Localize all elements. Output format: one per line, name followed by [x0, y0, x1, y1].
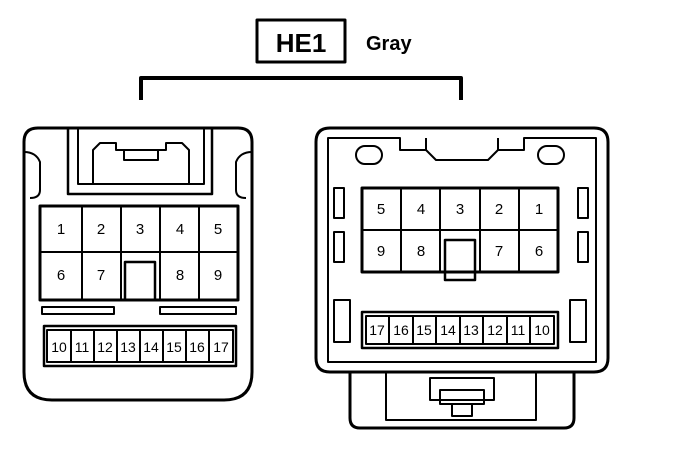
pin-label: 2 — [97, 221, 105, 238]
pin-label: 17 — [213, 339, 229, 355]
right-connector-housing — [314, 126, 610, 374]
pin-label: 2 — [495, 201, 503, 218]
left-key-slot — [123, 260, 157, 302]
pin-label: 14 — [143, 339, 159, 355]
pin-label: 13 — [463, 322, 479, 338]
pin-label: 5 — [377, 201, 385, 218]
pin-label: 9 — [377, 243, 385, 260]
pin-label: 10 — [51, 339, 67, 355]
pin-label: 17 — [369, 322, 385, 338]
pin-label: 6 — [535, 243, 543, 260]
pin-label: 14 — [440, 322, 456, 338]
pin-label: 8 — [417, 243, 425, 260]
pin-label: 6 — [57, 267, 65, 284]
pin-label: 3 — [136, 221, 144, 238]
pin-label: 12 — [97, 339, 113, 355]
pin-label: 15 — [166, 339, 182, 355]
pin-label: 10 — [534, 322, 550, 338]
right-pin-labels: 5 4 3 2 1 9 8 7 6 17 16 15 14 13 12 11 1… — [369, 201, 550, 338]
pin-label: 7 — [97, 267, 105, 284]
left-pin-labels: 1 2 3 4 5 6 7 8 9 10 11 12 13 14 15 16 1… — [51, 221, 229, 355]
left-connector — [22, 126, 254, 402]
pin-label: 16 — [189, 339, 205, 355]
pin-label: 12 — [487, 322, 503, 338]
pin-label: 15 — [416, 322, 432, 338]
pin-label: 11 — [75, 339, 90, 355]
connector-id-label: HE1 — [276, 28, 327, 58]
right-key-slot — [443, 238, 477, 282]
pin-label: 7 — [495, 243, 503, 260]
left-bottom-strip — [42, 324, 238, 368]
pin-label: 8 — [176, 267, 184, 284]
connector-id-box — [255, 18, 347, 64]
pin-label: 9 — [214, 267, 222, 284]
right-plug — [348, 372, 576, 430]
pin-label: 11 — [511, 322, 526, 338]
pin-label: 1 — [57, 221, 65, 238]
right-bottom-strip — [360, 310, 560, 350]
connector-color-label: Gray — [366, 33, 412, 55]
bracket — [139, 76, 463, 100]
pin-label: 1 — [535, 201, 543, 218]
pin-label: 13 — [120, 339, 136, 355]
left-latch — [66, 128, 214, 196]
pin-label: 5 — [214, 221, 222, 238]
pin-label: 4 — [176, 221, 184, 238]
right-connector — [314, 126, 610, 430]
left-connector-housing — [22, 126, 254, 402]
pin-label: 16 — [393, 322, 409, 338]
pin-label: 3 — [456, 201, 464, 218]
pin-label: 4 — [417, 201, 425, 218]
